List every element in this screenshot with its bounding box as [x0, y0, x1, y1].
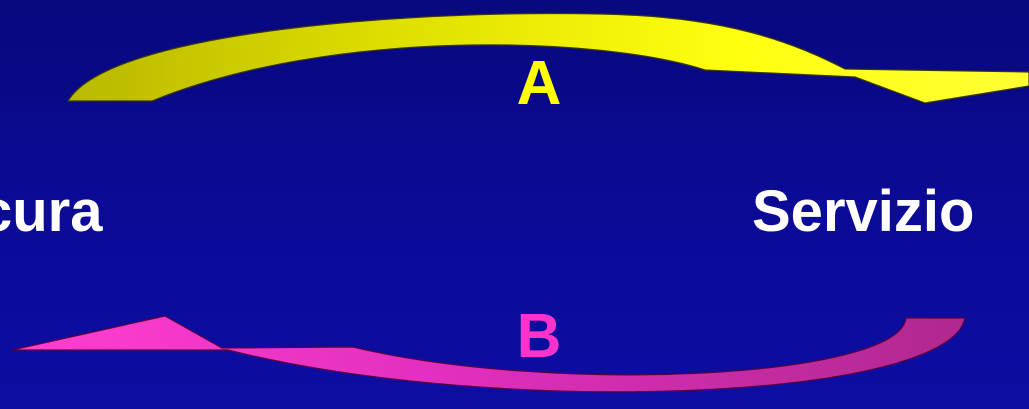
arrow-bottom — [11, 315, 966, 393]
arrow-label-b: B — [516, 302, 562, 371]
node-label-left: cura — [0, 179, 103, 244]
arrow-label-a: A — [516, 49, 562, 118]
arrow-top — [66, 12, 1029, 104]
node-label-right: Servizio — [752, 179, 975, 244]
